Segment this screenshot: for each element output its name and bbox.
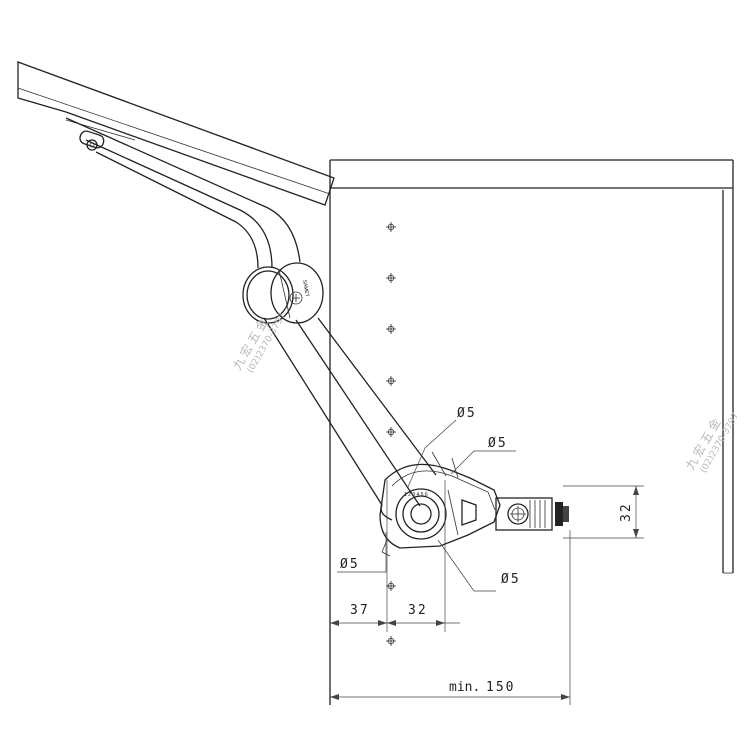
dim-horizontal-37: 37 — [350, 603, 370, 618]
dim-min-label: min. — [449, 680, 480, 695]
system-hole — [386, 427, 396, 437]
hub-scale-label: 1 2 3 4 5 6 — [404, 492, 428, 498]
cabinet-side-panel — [329, 159, 734, 705]
dim-horizontal-32: 32 — [408, 603, 428, 618]
dim-vertical-32: 32 — [619, 502, 634, 522]
system-hole — [386, 376, 396, 386]
system-hole — [386, 273, 396, 283]
mechanism-body: 1 2 3 4 5 6 — [379, 451, 501, 557]
dim-hole-bottom-right: Ø5 — [501, 572, 521, 587]
system-hole — [386, 222, 396, 232]
hub-brand-label: SAMET — [301, 279, 310, 297]
dim-min-value: 150 — [486, 680, 515, 695]
system-holes — [386, 222, 396, 646]
elbow-joint: SAMET — [242, 262, 324, 324]
watermark-1: 九宏五金 (02)2370-3797 — [229, 311, 288, 374]
cabinet-lid — [17, 61, 335, 206]
dim-hole-top-2: Ø5 — [488, 436, 508, 451]
adjustment-screw — [495, 497, 569, 531]
dim-hole-top-1: Ø5 — [457, 406, 477, 421]
dimension-lines — [330, 419, 644, 705]
system-hole — [386, 581, 396, 591]
system-hole — [386, 324, 396, 334]
system-hole — [386, 636, 396, 646]
upper-arm — [65, 117, 301, 269]
dim-hole-bottom-left: Ø5 — [340, 557, 360, 572]
lower-arm — [263, 317, 437, 521]
